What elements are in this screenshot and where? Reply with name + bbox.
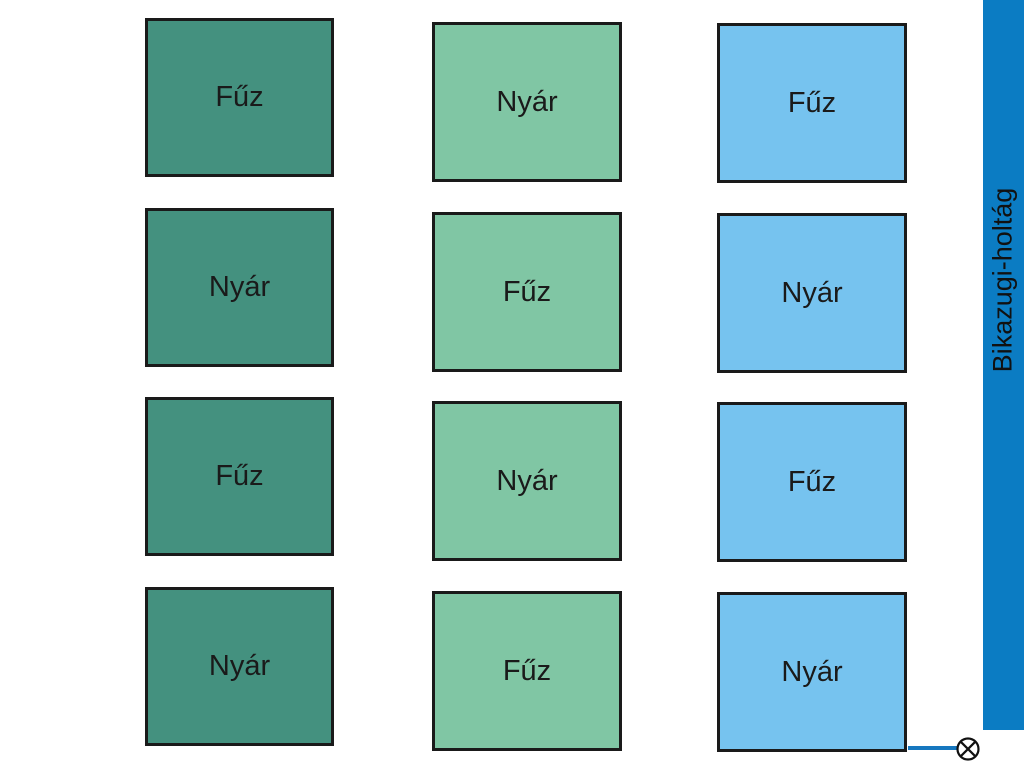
plot-col3-row3: Fűz [717, 402, 907, 562]
plot-label: Nyár [781, 276, 843, 309]
plot-col2-row3: Nyár [432, 401, 622, 561]
plot-label: Fűz [787, 86, 837, 119]
plot-label: Nyár [496, 464, 558, 497]
plot-label: Fűz [215, 81, 264, 113]
plot-col1-row1: Fűz [145, 18, 334, 177]
plot-col3-row2: Nyár [717, 213, 907, 373]
plot-col1-row3: Fűz [145, 397, 334, 556]
river-label: Bikazugi-holtág [987, 187, 1018, 373]
plot-col2-row1: Nyár [432, 22, 622, 182]
valve-circle-x-icon [956, 737, 980, 761]
plot-label: Nyár [208, 650, 271, 682]
plot-label: Nyár [208, 271, 271, 303]
plot-col1-row2: Nyár [145, 208, 334, 367]
plot-col2-row4: Fűz [432, 591, 622, 751]
plot-label: Fűz [502, 275, 552, 308]
plot-label: Fűz [502, 654, 552, 687]
water-pipe [908, 746, 958, 750]
plot-label: Nyár [496, 85, 558, 118]
plot-col2-row2: Fűz [432, 212, 622, 372]
plot-col1-row4: Nyár [145, 587, 334, 746]
plot-label: Nyár [781, 655, 843, 688]
plot-col3-row1: Fűz [717, 23, 907, 183]
plot-label: Fűz [787, 465, 837, 498]
plot-label: Fűz [215, 460, 264, 492]
plot-col3-row4: Nyár [717, 592, 907, 752]
river-channel [983, 0, 1024, 730]
